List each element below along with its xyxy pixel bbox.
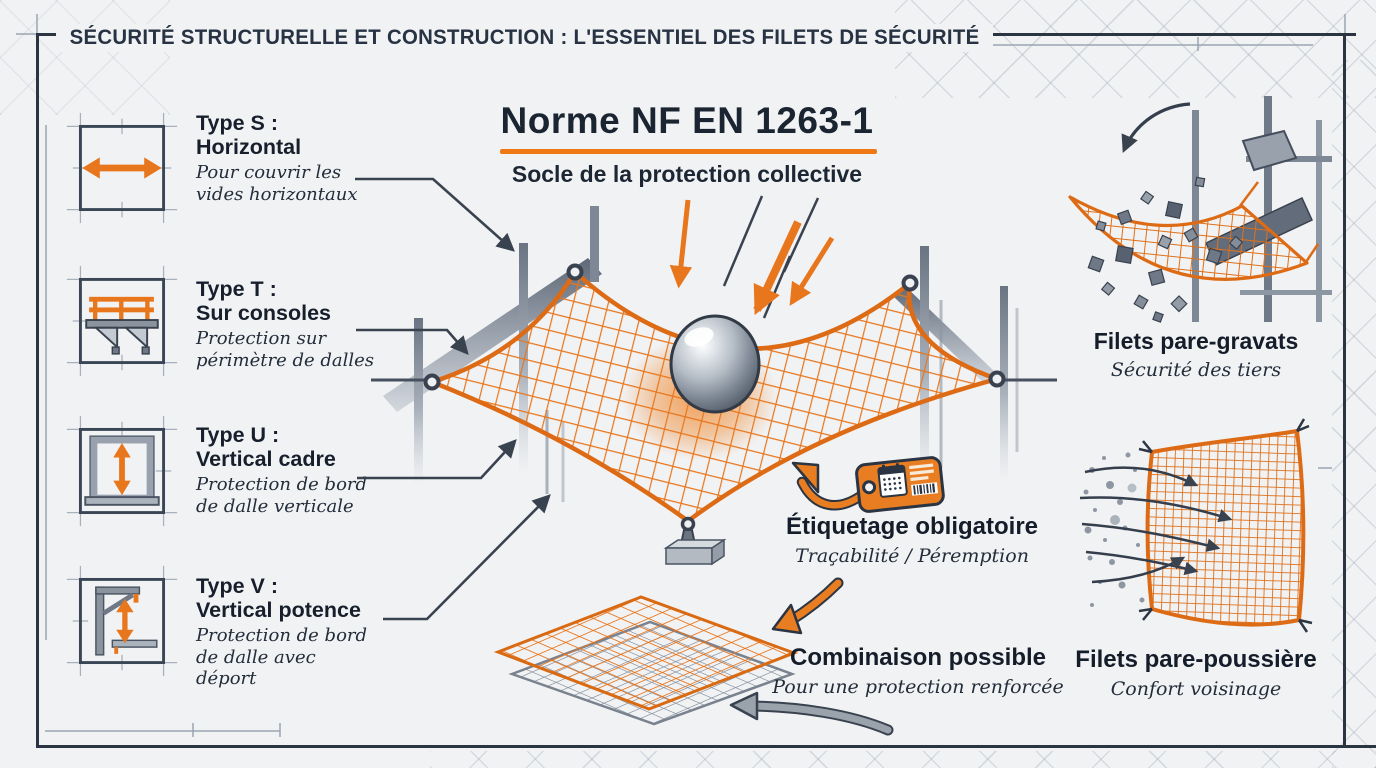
norm-title-underline (500, 149, 877, 154)
steel-ball (669, 314, 761, 414)
dust-net-illustration (1079, 418, 1313, 633)
frame-vertical-arrow-icon (66, 415, 178, 527)
dust-net-title: Filets pare-poussière (1075, 646, 1317, 673)
hatch-pattern-top-left (0, 0, 170, 115)
dust-net-subtitle: Confort voisinage (1110, 678, 1282, 700)
frame-tick-tl2 (16, 33, 36, 35)
net-type-name: Vertical potence (196, 597, 361, 622)
norm-title: Norme NF EN 1263-1 (500, 100, 874, 141)
type-leader-lines (355, 177, 551, 621)
net-type-description: Protection de bord de dalle verticale (196, 474, 368, 517)
net-type-code: Type U : (196, 423, 280, 447)
net-type-description: Protection de bord de dalle avec déport (196, 625, 368, 689)
frame-inner-bottom (45, 730, 280, 732)
net-type-code: Type T : (196, 277, 277, 301)
combination-subtitle: Pour une protection renforcée (772, 676, 1064, 698)
net-anchor-rings (423, 263, 1006, 391)
central-safety-net (429, 269, 1000, 524)
net-type-description: Pour couvrir les vides horizontaux (196, 162, 358, 205)
labeling-caption: Étiquetage obligatoire Traçabilité / Pér… (762, 513, 1062, 567)
dust-net-caption: Filets pare-poussière Confort voisinage (1046, 646, 1346, 700)
net-type-code: Type S : (196, 111, 279, 135)
frame-right (1343, 33, 1346, 745)
frame-top-right-segment (905, 33, 1356, 36)
frame-inner-bottom-tick1 (192, 723, 194, 737)
frame-tick-tl (36, 14, 38, 33)
net-type-name: Horizontal (196, 134, 302, 159)
gallows-bracket-vertical-arrow-icon (66, 565, 178, 677)
net-type-item: Type S : Horizontal Pour couvrir les vid… (64, 110, 378, 226)
combination-caption: Combinaison possible Pour une protection… (766, 644, 1070, 698)
frame-inner-bottom-tick2 (279, 723, 281, 737)
net-type-description: Protection sur périmètre de dalles (196, 328, 375, 371)
frame-tick-tr (1344, 14, 1346, 33)
scaffold-right (894, 246, 1057, 482)
net-type-item: Type U : Vertical cadre Protection de bo… (64, 413, 378, 529)
label-tag-illustration (791, 456, 945, 513)
tag-calendar-barcode-icon (855, 456, 945, 513)
labeling-title: Étiquetage obligatoire (785, 513, 1039, 540)
net-type-item: Type V : Vertical potence Protection de … (64, 563, 378, 689)
frame-bottom (36, 745, 1376, 748)
speed-lines (722, 195, 835, 319)
hatch-pattern-bottom (430, 751, 1376, 768)
debris-net-caption: Filets pare-gravats Sécurité des tiers (1056, 328, 1336, 381)
frame-right-tick (1318, 467, 1332, 469)
norm-pointer-arrow (669, 199, 693, 289)
net-type-code: Type V : (196, 574, 279, 598)
frame-inner-left (45, 125, 47, 640)
frame-inner-top (955, 44, 1313, 46)
page-title: SÉCURITÉ STRUCTURELLE ET CONSTRUCTION : … (56, 24, 994, 52)
norm-subtitle: Socle de la protection collective (511, 161, 863, 187)
frame-left (36, 33, 39, 745)
net-bottom-anchor (663, 516, 727, 566)
labeling-subtitle: Traçabilité / Péremption (795, 545, 1029, 567)
debris-net-illustration (1068, 96, 1332, 323)
net-type-item: Type T : Sur consoles Protection sur pér… (64, 263, 378, 379)
debris-net-subtitle: Sécurité des tiers (1110, 359, 1282, 381)
frame-inner-top-tick2 (1197, 37, 1199, 51)
square-horizontal-arrow-icon (66, 112, 178, 224)
impact-glow (596, 314, 804, 482)
net-type-name: Sur consoles (196, 300, 332, 325)
console-bracket-icon (66, 265, 178, 377)
frame-top-left-segment (36, 33, 70, 36)
debris-net-title: Filets pare-gravats (1093, 328, 1299, 354)
combination-title: Combinaison possible (789, 644, 1047, 671)
net-type-name: Vertical cadre (196, 446, 336, 471)
scaffold-left (371, 206, 602, 502)
